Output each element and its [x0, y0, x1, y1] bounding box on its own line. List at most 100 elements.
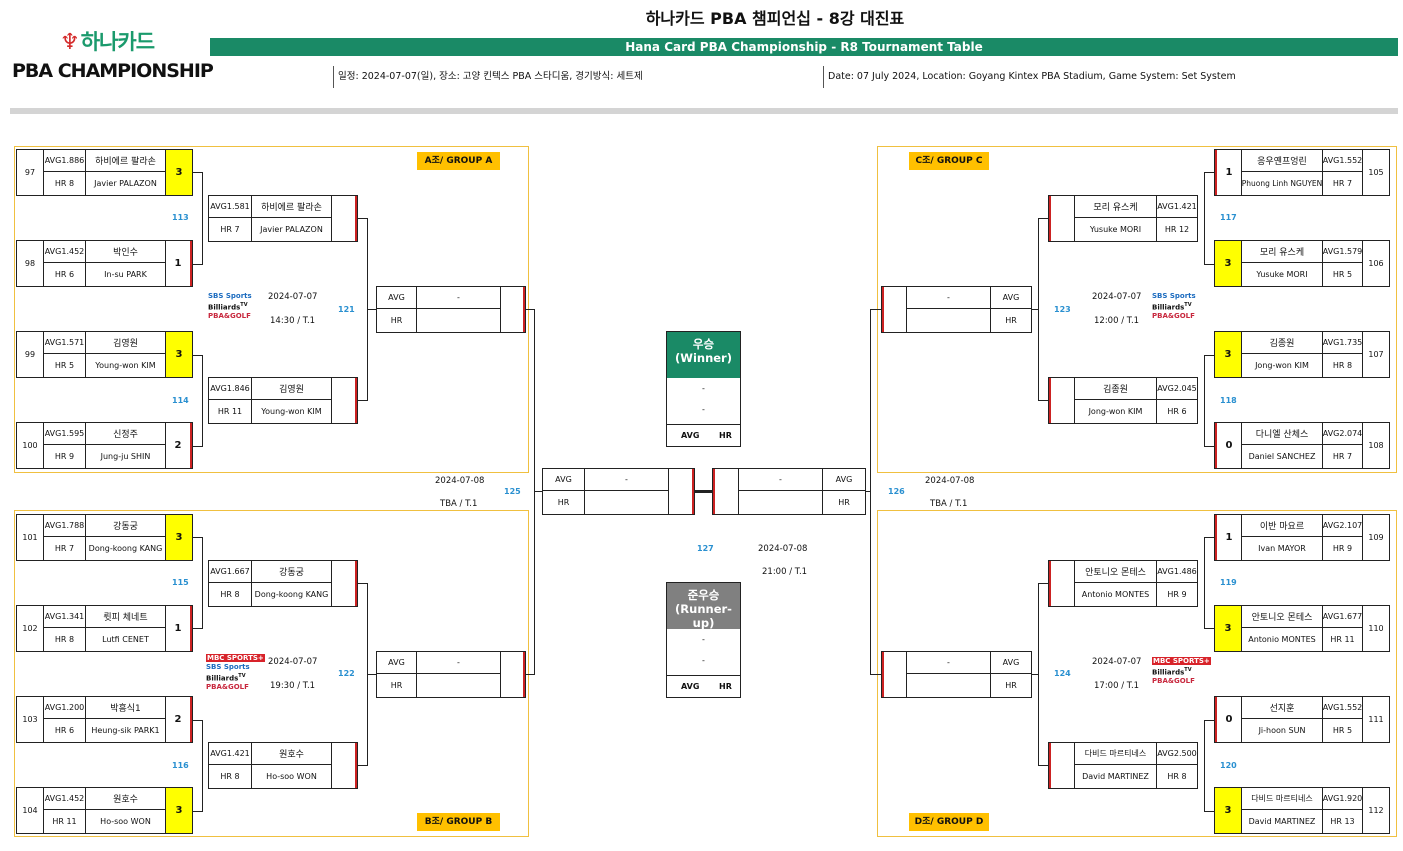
hr-label: HR [1005, 681, 1017, 690]
player-avg: AVG1.200 [44, 697, 86, 719]
player-slot-106[interactable]: 3 모리 유스케 AVG1.579 Yusuke MORI HR 5 106 [1214, 240, 1390, 287]
player-slot-100[interactable]: 100 AVG1.595 신정주 HR 9 Jung-ju SHIN 2 [16, 422, 193, 469]
player-avg: AVG1.667 [209, 561, 252, 583]
player-hr: HR 5 [44, 354, 86, 377]
seed-number: 107 [1368, 350, 1384, 359]
player-slot-98[interactable]: 98 AVG1.452 박인수 HR 6 In-su PARK 1 [16, 240, 193, 287]
sf-slot-122-winner[interactable]: AVG - HR [376, 651, 526, 698]
seed-number: 102 [17, 606, 44, 651]
qf-slot-116-winner[interactable]: AVG1.421 원호수 HR 8 Ho-soo WON [208, 742, 358, 789]
player-slot-111[interactable]: 0 선지훈 AVG1.552 Ji-hoon SUN HR 5 111 [1214, 696, 1390, 743]
runner-up-avg-label: AVG [681, 682, 700, 691]
billiards-tv-logo: Billiards [1152, 668, 1185, 677]
player-avg: AVG1.571 [44, 332, 86, 354]
set-score: 3 [1215, 606, 1242, 651]
set-score: 3 [166, 150, 192, 195]
player-name-ko: 김영원 [252, 378, 332, 400]
final-time: 21:00 / T.1 [762, 567, 808, 577]
tv-mark: TV [238, 673, 246, 679]
player-slot-109[interactable]: 1 이반 마요르 AVG2.107 Ivan MAYOR HR 9 109 [1214, 514, 1390, 561]
player-name-ko: - [417, 287, 501, 309]
player-slot-101[interactable]: 101 AVG1.788 강동궁 HR 7 Dong-koong KANG 3 [16, 514, 193, 561]
player-name-en: Heung-sik PARK1 [86, 719, 166, 742]
player-hr: HR 6 [44, 719, 86, 742]
player-avg: AVG1.846 [209, 378, 252, 400]
sf-slot-121-winner[interactable]: AVG - HR [376, 286, 526, 333]
player-name-ko: 응우옌프엉린 [1242, 150, 1323, 172]
player-hr: HR 7 [209, 218, 252, 241]
set-score: 0 [1215, 697, 1242, 742]
pba-golf-logo: PBA&GOLF [206, 683, 249, 692]
group-c-date: 2024-07-07 [1092, 292, 1142, 302]
player-slot-102[interactable]: 102 AVG1.341 륏피 체네트 HR 8 Lutfi CENET 1 [16, 605, 193, 652]
match-number-115: 115 [172, 578, 189, 587]
player-hr: HR 8 [1167, 772, 1187, 781]
runner-up-label-ko: 준우승 [687, 588, 720, 602]
group-a-time: 14:30 / T.1 [270, 316, 316, 326]
player-slot-104[interactable]: 104 AVG1.452 원호수 HR 11 Ho-soo WON 3 [16, 787, 193, 834]
match-number-119: 119 [1220, 578, 1237, 587]
player-avg: AVG1.452 [44, 241, 86, 263]
player-avg: AVG1.341 [44, 606, 86, 628]
avg-label: AVG [991, 652, 1031, 674]
winner-stats: AVG HR [667, 424, 740, 446]
player-slot-105[interactable]: 1 응우옌프엉린 AVG1.552 Phuong Linh NGUYEN HR … [1214, 149, 1390, 196]
winner-label-ko: 우승 [692, 337, 715, 351]
player-slot-112[interactable]: 3 다비드 마르티네스 AVG1.920 David MARTINEZ HR 1… [1214, 787, 1390, 834]
player-name-ko: 신정주 [86, 423, 166, 445]
avg-label: AVG [377, 652, 417, 674]
player-slot-97[interactable]: 97 AVG1.886 하비에르 팔라손 HR 8 Javier PALAZON… [16, 149, 193, 196]
player-name-en: Ivan MAYOR [1242, 537, 1323, 560]
semifinal-left-date: 2024-07-08 [435, 476, 485, 486]
player-slot-108[interactable]: 0 다니엘 산체스 AVG2.074 Daniel SANCHEZ HR 7 1… [1214, 422, 1390, 469]
player-name-ko: - [417, 652, 501, 674]
broadcaster-logo-group-c: SBS Sports BilliardsTV PBA&GOLF [1152, 292, 1196, 321]
hr-label: HR [838, 498, 850, 507]
player-name-en: Ho-soo WON [86, 810, 166, 833]
player-slot-99[interactable]: 99 AVG1.571 김영원 HR 5 Young-won KIM 3 [16, 331, 193, 378]
group-d-box [877, 510, 1397, 837]
player-name-en: Yusuke MORI [1242, 263, 1323, 286]
sbs-sports-logo: SBS Sports [208, 292, 252, 300]
player-name-en: Yusuke MORI [1075, 218, 1157, 241]
player-slot-103[interactable]: 103 AVG1.200 박흥식1 HR 6 Heung-sik PARK1 2 [16, 696, 193, 743]
player-name-en: Jung-ju SHIN [86, 445, 166, 468]
qf-slot-113-winner[interactable]: AVG1.581 하비에르 팔라손 HR 7 Javier PALAZON [208, 195, 358, 242]
player-slot-107[interactable]: 3 김종원 AVG1.735 Jong-won KIM HR 8 107 [1214, 331, 1390, 378]
set-score: 1 [166, 241, 192, 286]
hr-label: HR [377, 309, 417, 332]
qf-slot-114-winner[interactable]: AVG1.846 김영원 HR 11 Young-won KIM [208, 377, 358, 424]
pba-golf-logo: PBA&GOLF [1152, 677, 1195, 686]
seed-number: 104 [17, 788, 44, 833]
qf-slot-120-winner[interactable]: 다비드 마르티네스 AVG2.500 David MARTINEZ HR 8 [1048, 742, 1198, 789]
group-a-label: A조/ GROUP A [417, 152, 500, 170]
player-name-ko: 강동궁 [86, 515, 166, 537]
qf-slot-117-winner[interactable]: 모리 유스케 AVG1.421 Yusuke MORI HR 12 [1048, 195, 1198, 242]
schedule-info-korean: 일정: 2024-07-07(일), 장소: 고양 킨텍스 PBA 스타디움, … [333, 66, 643, 88]
final-slot-left[interactable]: AVG - HR [542, 468, 695, 515]
qf-slot-118-winner[interactable]: 김종원 AVG2.045 Jong-won KIM HR 6 [1048, 377, 1198, 424]
player-name-en [417, 309, 501, 332]
sf-slot-124-winner[interactable]: - AVG HR [881, 651, 1032, 698]
group-b-date: 2024-07-07 [268, 657, 318, 667]
player-slot-110[interactable]: 3 안토니오 몬테스 AVG1.677 Antonio MONTES HR 11… [1214, 605, 1390, 652]
player-name-en: Javier PALAZON [252, 218, 332, 241]
seed-number: 112 [1368, 806, 1384, 815]
player-name-en: Lutfi CENET [86, 628, 166, 651]
pba-championship-logo: PBA CHAMPIONSHIP [12, 60, 214, 82]
player-name-ko: 다비드 마르티네스 [1242, 788, 1323, 810]
match-number-114: 114 [172, 396, 189, 405]
match-number-121: 121 [338, 305, 355, 314]
qf-slot-115-winner[interactable]: AVG1.667 강동궁 HR 8 Dong-koong KANG [208, 560, 358, 607]
hana-card-logo: ♆하나카드 [60, 26, 155, 56]
qf-slot-119-winner[interactable]: 안토니오 몬테스 AVG1.486 Antonio MONTES HR 9 [1048, 560, 1198, 607]
player-avg: AVG1.920 [1323, 788, 1363, 810]
sf-slot-123-winner[interactable]: - AVG HR [881, 286, 1032, 333]
player-avg: AVG1.581 [209, 196, 252, 218]
avg-label: AVG [377, 287, 417, 309]
final-slot-right[interactable]: - AVG HR [712, 468, 866, 515]
player-avg: AVG2.500 [1157, 743, 1197, 765]
hr-label: HR [1005, 316, 1017, 325]
avg-label: AVG [543, 469, 585, 491]
set-score: 1 [166, 606, 192, 651]
